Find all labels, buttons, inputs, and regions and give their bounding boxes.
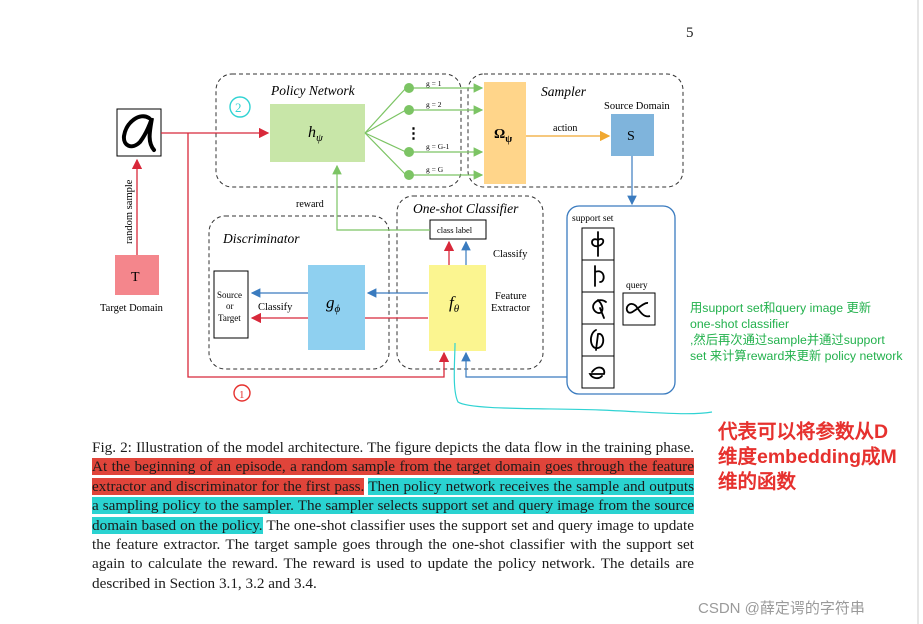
g-phi-box [308,265,365,350]
green-note-line: ,然后再次通过sample并通过support [690,333,885,347]
source-domain-box [611,114,654,156]
annotation-pointer-line [453,342,713,415]
t-label: T [131,270,140,285]
sampler-group [467,73,684,188]
h-psi-box [270,104,365,162]
g-output-4: g = G [426,165,444,174]
g-output-dots: ⋮ [406,126,421,142]
classify-label-right: Classify [493,249,528,260]
query-image [622,292,656,326]
policy-network-title: Policy Network [270,83,356,98]
green-annotation-note: 用support set和query image 更新 one-shot cla… [690,300,923,364]
page-edge [917,0,919,624]
source-or-target-box [213,270,249,339]
source-or-target-line1: Source [217,290,242,300]
policy-output-fan [364,83,484,180]
green-note-line: set 来计算reward来更新 policy network [690,349,903,363]
red-note-line: 维度embedding成M [718,446,897,468]
support-set-glyphs [588,231,607,380]
sampler-title: Sampler [541,84,587,99]
red-note-line: 维的函数 [718,471,797,493]
feature-extractor-line1: Feature [495,291,527,302]
figure-caption: Fig. 2: Illustration of the model archit… [92,438,694,593]
page-number: 5 [686,25,694,41]
source-or-target-line2: or [226,301,234,311]
csdn-watermark: CSDN @薛定谔的字符串 [698,600,865,617]
red-note-line: 代表可以将参数从D [718,421,889,443]
f-theta-label: fθ [449,293,460,315]
red-annotation-note: 代表可以将参数从D 维度embedding成M 维的函数 [718,420,897,495]
sample-to-f-arrow [187,133,450,378]
handwritten-glyph [121,114,156,152]
support-set-label: support set [572,214,614,224]
support-to-f-arrow [461,351,567,378]
caption-intro: Fig. 2: Illustration of the model archit… [92,439,694,456]
action-label: action [553,123,577,134]
green-note-line: 用support set和query image 更新 [690,301,872,315]
g-output-2: g = 2 [426,100,442,109]
target-domain-box [115,255,159,295]
target-domain-label: Target Domain [100,303,164,314]
annotation-circle-2 [229,96,251,118]
policy-output-nodes [404,83,414,180]
g-output-1: g = 1 [426,79,442,88]
oneshot-group [396,195,544,370]
annotation-2: 2 [235,100,242,115]
discriminator-title: Discriminator [222,231,300,246]
annotation-1: 1 [239,389,245,401]
feature-extractor-line2: Extractor [491,303,531,314]
f-theta-box [429,265,486,351]
support-set-column [581,227,615,389]
query-glyph [625,302,651,318]
omega-psi-label: Ωψ [494,127,512,145]
caption-rest: The one-shot classifier uses the support… [92,516,694,592]
policy-network-group [215,73,462,188]
source-or-target-line3: Target [218,313,241,323]
s-label: S [627,129,635,144]
g-output-3: g = G-1 [426,142,450,151]
reward-label: reward [296,199,324,210]
support-query-panel [566,205,676,395]
query-label: query [626,281,648,291]
h-psi-label: hψ [308,124,323,144]
classify-label-left: Classify [258,302,293,313]
oneshot-title: One-shot Classifier [413,201,519,216]
green-note-line: one-shot classifier [690,317,790,331]
reward-arrow [332,164,430,231]
omega-psi-box [484,82,526,184]
random-sample-label: random sample [124,179,135,244]
annotation-circle-1 [233,384,251,402]
g-phi-label: gϕ [326,293,341,315]
source-domain-label: Source Domain [604,101,670,112]
class-label-text: class label [437,225,473,235]
